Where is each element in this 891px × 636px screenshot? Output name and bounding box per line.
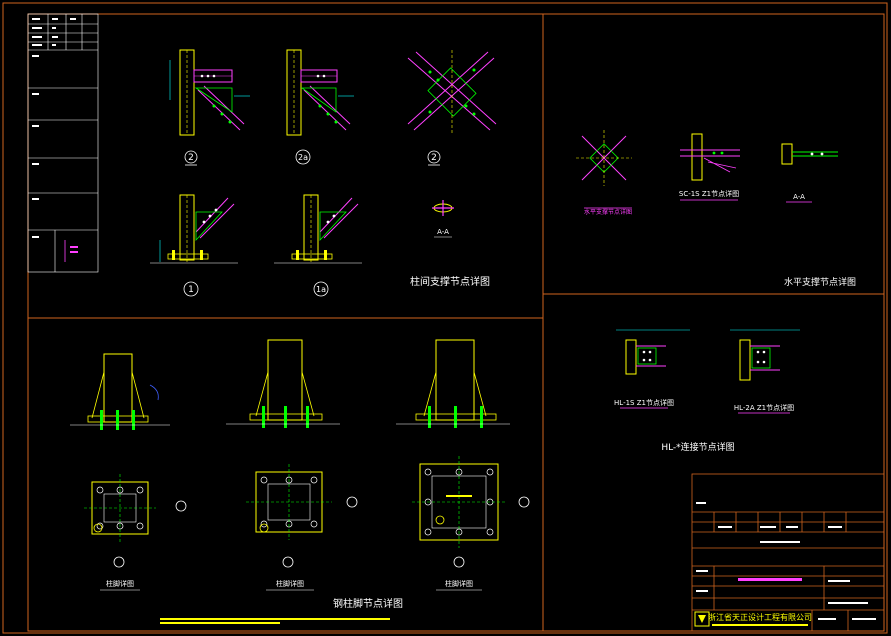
h-detail-aa [781, 143, 838, 203]
company-logo-icon [694, 611, 710, 627]
detail-1a [274, 194, 362, 297]
h-detail-sc [680, 133, 740, 201]
foot-detail-2 [226, 339, 358, 591]
title-block-marks [696, 502, 876, 620]
company-name: 浙江省天正设计工程有限公司 [708, 612, 812, 622]
h-detail-cross [576, 130, 632, 209]
hl-detail-2 [730, 329, 800, 414]
horizontal-section-title: 水平支撑节点详图 [784, 276, 856, 288]
revision-stamp [64, 240, 78, 262]
hl-detail-1 [616, 329, 690, 409]
foot-caption-1: 柱脚详图 [106, 579, 134, 588]
revision-table-marks [32, 18, 76, 238]
detail-2a [286, 49, 354, 165]
title-block [691, 473, 885, 632]
foot-detail-3 [396, 339, 530, 591]
hl-caption-2: HL-2A Z1节点详图 [734, 403, 794, 412]
hl-caption-1: HL-1S Z1节点详图 [614, 398, 674, 407]
foot-detail-1 [70, 353, 187, 591]
detail-2 [169, 49, 250, 166]
title-block-row [738, 578, 802, 581]
detail-aa-small [432, 200, 454, 238]
foot-caption-2: 柱脚详图 [276, 579, 304, 588]
h-caption-mid: SC-1S Z1节点详图 [679, 189, 739, 198]
label-detail-2b: 2 [431, 153, 437, 163]
label-detail-2a: 2a [298, 153, 308, 162]
detail-1 [150, 194, 238, 297]
company-address [712, 624, 808, 626]
revision-table [27, 13, 99, 273]
brace-section-title: 柱间支撑节点详图 [410, 275, 490, 288]
label-detail-1a: 1a [316, 285, 326, 294]
label-detail-1: 1 [188, 285, 194, 295]
detail-2b-cross [407, 50, 497, 166]
hl-section-title: HL-*连接节点详图 [661, 441, 734, 453]
h-caption-right: A-A [793, 193, 805, 201]
h-caption-left: 水平支撑节点详图 [584, 208, 632, 216]
label-detail-aa: A-A [437, 228, 449, 236]
foot-notes [160, 618, 390, 624]
foot-caption-3: 柱脚详图 [445, 579, 473, 588]
foot-section-title: 钢柱脚节点详图 [333, 597, 403, 610]
label-detail-2: 2 [188, 153, 194, 163]
